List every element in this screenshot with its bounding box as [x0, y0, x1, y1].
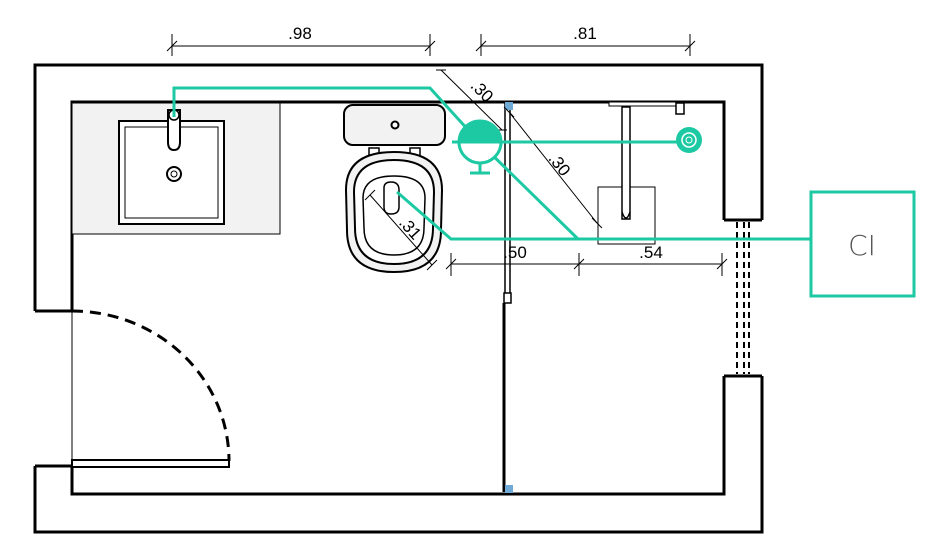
dim-label-mid-right: .54 [639, 243, 663, 262]
outlet-icon [676, 127, 702, 153]
dimension-lines [166, 34, 728, 276]
partition-marker-bottom [505, 485, 513, 493]
window [736, 222, 750, 374]
outer-wall [33, 63, 764, 311]
partition-marker-top [505, 102, 513, 110]
ceiling-light-icon [452, 119, 508, 175]
shower-pipe [621, 106, 631, 220]
faucet-icon [167, 109, 181, 152]
shower-partition [502, 102, 513, 493]
shower [597, 101, 685, 245]
toilet-bowl-inner [362, 175, 426, 256]
door-leaf [71, 459, 230, 468]
dim-label-top-right: .81 [573, 24, 597, 43]
circuit-wire-sink [172, 86, 482, 145]
vanity [71, 102, 281, 235]
ci-panel-box [809, 190, 916, 298]
dim-label-mid-left: .50 [503, 243, 527, 262]
door [71, 309, 231, 468]
dim-label-top-left: .98 [288, 24, 312, 43]
dim-label-diag-lower: .30 [545, 149, 575, 179]
outer-wall-lower [33, 376, 764, 534]
electrical-circuit [172, 86, 811, 241]
ci-panel-label: CI [848, 229, 876, 262]
ci-panel: CI [809, 190, 916, 298]
door-swing-arc [71, 309, 231, 462]
inner-wall-lower [70, 376, 726, 496]
circuit-wire-toilet [396, 190, 578, 241]
toilet [343, 104, 446, 274]
